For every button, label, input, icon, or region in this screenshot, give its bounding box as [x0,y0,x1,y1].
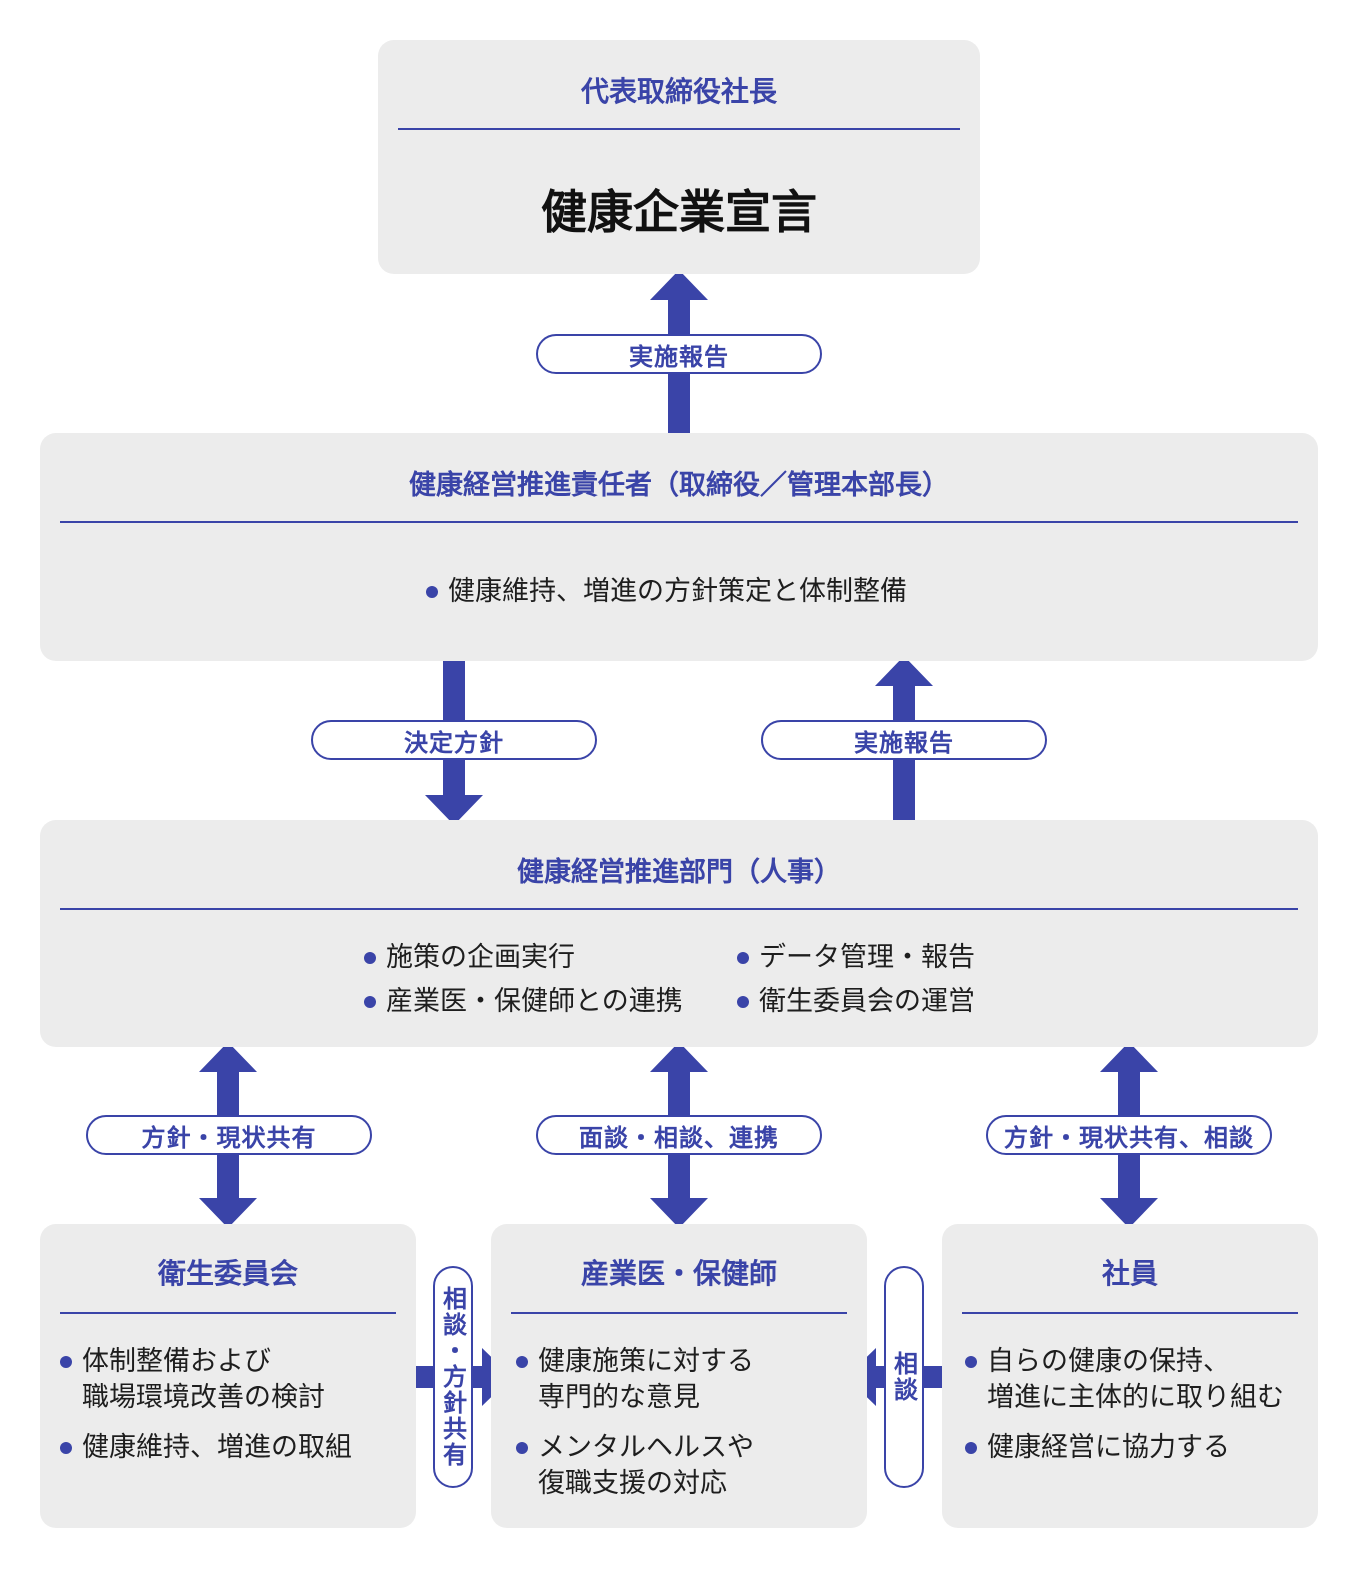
label-decided-policy: 決定方針 [311,720,597,760]
label-side-left: 相談・方針共有 [433,1266,473,1488]
label-share-right: 方針・現状共有、相談 [986,1115,1272,1155]
department-item: 衛生委員会の運営 [737,984,975,1020]
employee-item-line: 増進に主体的に取り組む [987,1382,1284,1413]
doctor-divider [511,1312,847,1314]
department-divider [60,908,1298,910]
committee-box: 衛生委員会 体制整備および 職場環境改善の検討 健康維持、増進の取組 [40,1224,416,1528]
committee-item-line: 職場環境改善の検討 [82,1382,325,1413]
employee-item: 自らの健康の保持、 増進に主体的に取り組む [965,1344,1284,1416]
president-title: 代表取締役社長 [580,75,777,108]
doctor-item-line: 専門的な意見 [538,1382,700,1413]
label-share-left: 方針・現状共有 [86,1115,372,1155]
responsible-divider [60,521,1298,523]
doctor-item: メンタルヘルスや 復職支援の対応 [516,1430,754,1502]
declaration-text: 健康企業宣言 [541,185,817,239]
committee-divider [60,1312,396,1314]
president-divider [398,128,960,130]
department-title: 健康経営推進部門（人事） [517,857,841,888]
doctor-item-line: 復職支援の対応 [538,1468,727,1499]
employee-item-line: 自らの健康の保持、 [987,1346,1230,1377]
department-item: 施策の企画実行 [364,940,575,976]
doctor-item: 健康施策に対する 専門的な意見 [516,1344,754,1416]
department-item: 産業医・保健師との連携 [364,984,683,1020]
responsible-title: 健康経営推進責任者（取締役／管理本部長） [409,470,949,501]
doctor-title: 産業医・保健師 [580,1257,777,1290]
label-report-mid: 実施報告 [761,720,1047,760]
doctor-box: 産業医・保健師 健康施策に対する 専門的な意見 メンタルヘルスや 復職支援の対応 [491,1224,867,1528]
doctor-item-line: メンタルヘルスや [538,1432,754,1463]
committee-title: 衛生委員会 [157,1257,298,1290]
president-box: 代表取締役社長 健康企業宣言 [378,40,980,274]
employee-title: 社員 [1101,1257,1158,1290]
label-report-top: 実施報告 [536,334,822,374]
label-consult-center: 面談・相談、連携 [536,1115,822,1155]
employee-item: 健康経営に協力する [965,1430,1230,1466]
responsible-item: 健康維持、増進の方針策定と体制整備 [426,574,907,610]
committee-item: 健康維持、増進の取組 [60,1430,352,1466]
department-item: データ管理・報告 [737,940,975,976]
label-side-right: 相談 [884,1266,924,1488]
doctor-item-line: 健康施策に対する [538,1346,754,1377]
committee-item-line: 体制整備および [82,1346,271,1377]
department-box: 健康経営推進部門（人事） 施策の企画実行 産業医・保健師との連携 データ管理・報… [40,820,1318,1047]
employee-box: 社員 自らの健康の保持、 増進に主体的に取り組む 健康経営に協力する [942,1224,1318,1528]
responsible-box: 健康経営推進責任者（取締役／管理本部長） 健康維持、増進の方針策定と体制整備 [40,433,1318,661]
employee-divider [962,1312,1298,1314]
committee-item: 体制整備および 職場環境改善の検討 [60,1344,325,1416]
